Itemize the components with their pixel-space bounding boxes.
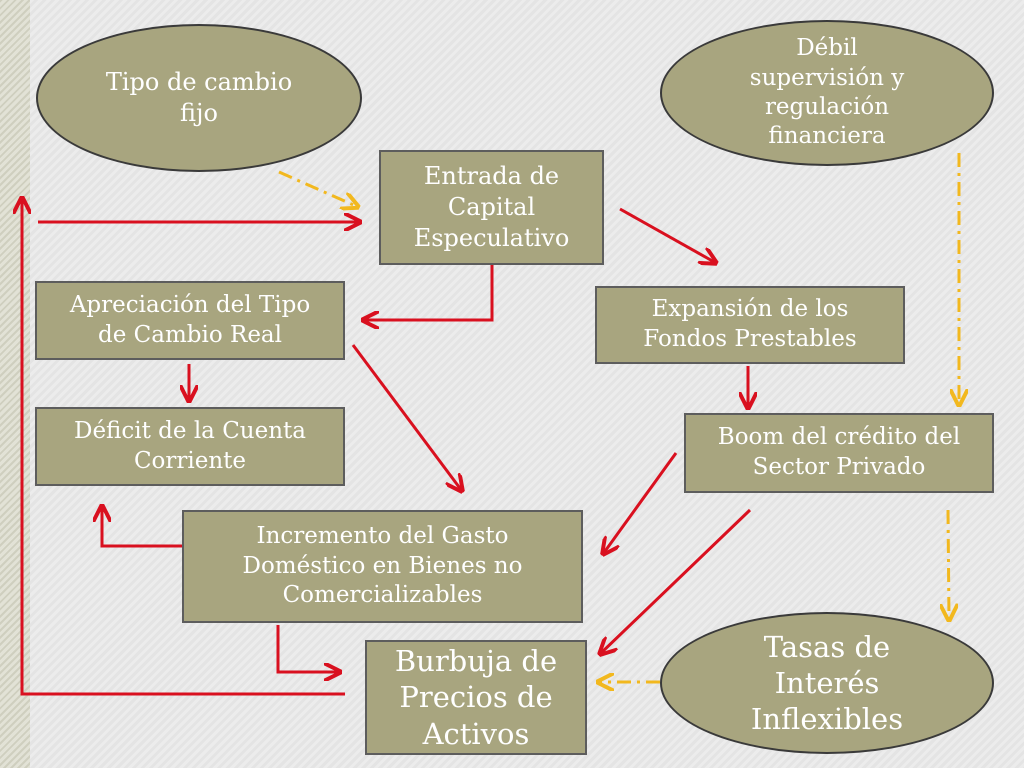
arrow-tipo-cambio-to-entrada xyxy=(278,170,358,207)
node-label: Boom del crédito del Sector Privado xyxy=(717,424,961,480)
node-entrada-capital: Entrada de Capital Especulativo xyxy=(379,150,604,265)
arrow-boom-to-tasas xyxy=(948,509,949,620)
node-apreciacion: Apreciación del Tipo de Cambio Real xyxy=(35,281,345,360)
node-label: Incremento del Gasto Doméstico en Bienes… xyxy=(242,522,523,609)
node-expansion-fondos: Expansión de los Fondos Prestables xyxy=(595,286,905,364)
node-burbuja-precios: Burbuja de Precios de Activos xyxy=(365,640,587,755)
node-debil-supervision: Débil supervisión y regulación financier… xyxy=(660,20,994,166)
arrow-incremento-to-deficit xyxy=(102,506,183,548)
node-incremento-gasto: Incremento del Gasto Doméstico en Bienes… xyxy=(182,510,583,623)
arrow-entrada-to-expansion xyxy=(619,207,716,263)
arrow-feedback-loop xyxy=(22,198,345,696)
node-tasas-interes: Tasas de Interés Inflexibles xyxy=(660,612,994,754)
node-label: Apreciación del Tipo de Cambio Real xyxy=(69,291,311,348)
arrow-boom-to-burbuja xyxy=(600,508,752,654)
node-label: Burbuja de Precios de Activos xyxy=(394,644,558,751)
node-label: Expansión de los Fondos Prestables xyxy=(643,296,857,352)
node-label: Déficit de la Cuenta Corriente xyxy=(74,417,306,474)
node-deficit-cuenta: Déficit de la Cuenta Corriente xyxy=(35,407,345,486)
node-tipo-cambio-fijo: Tipo de cambio fijo xyxy=(36,24,362,172)
arrow-entrada-to-apreciacion xyxy=(363,265,494,320)
node-label: Tipo de cambio fijo xyxy=(105,67,293,127)
arrow-apreciacion-to-incremento xyxy=(351,344,462,491)
node-label: Entrada de Capital Especulativo xyxy=(413,161,570,253)
arrow-boom-to-incremento xyxy=(603,452,678,554)
arrow-incremento-to-burbuja xyxy=(276,625,340,672)
node-label: Débil supervisión y regulación financier… xyxy=(749,35,905,150)
node-boom-credito: Boom del crédito del Sector Privado xyxy=(684,413,994,493)
node-label: Tasas de Interés Inflexibles xyxy=(750,629,904,737)
left-decorative-strip xyxy=(0,0,30,768)
